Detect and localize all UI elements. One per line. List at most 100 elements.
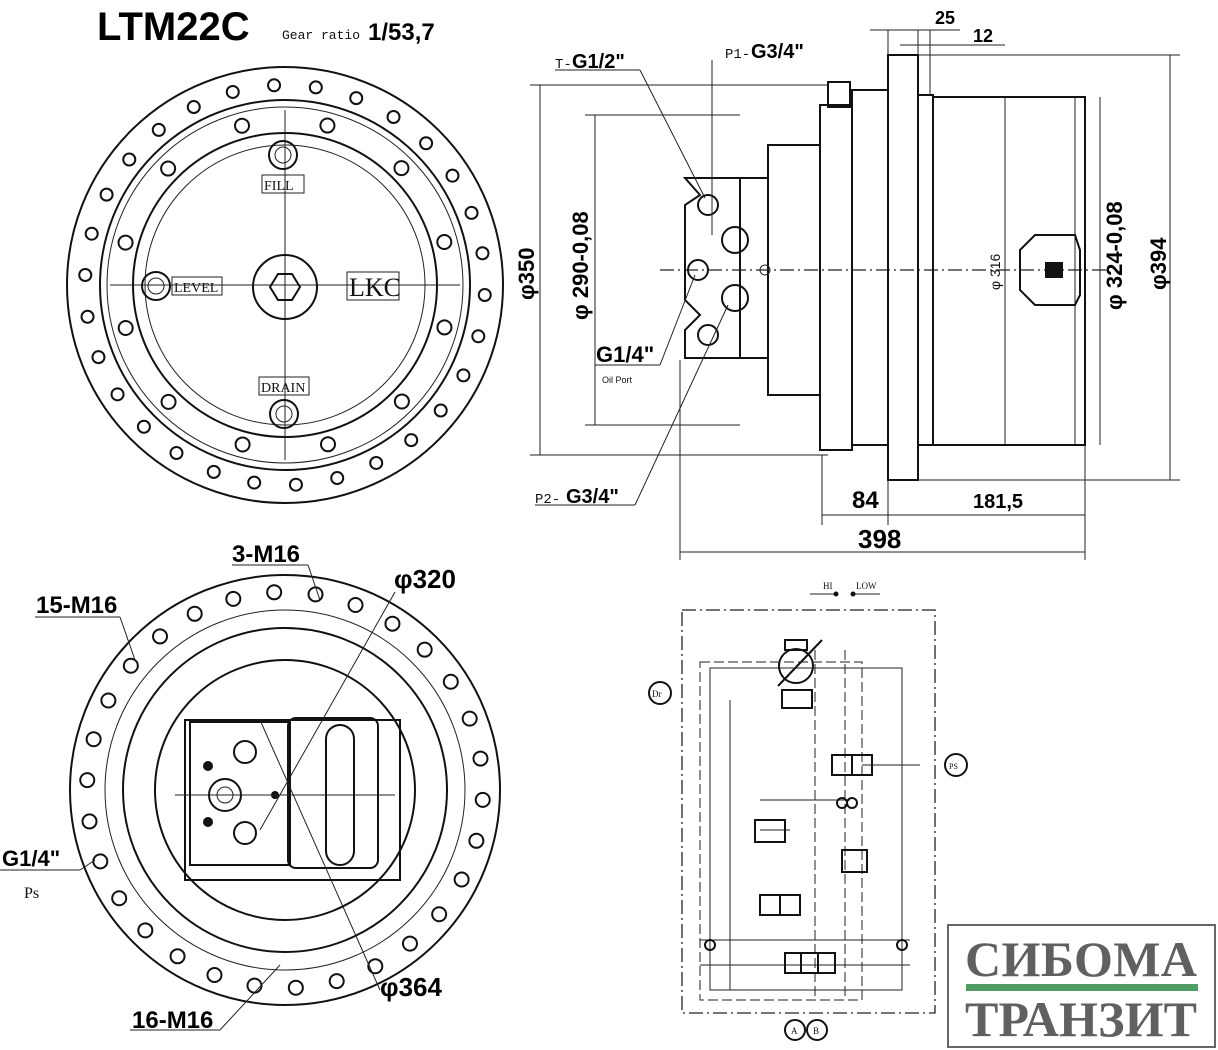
bolt-hole xyxy=(367,958,384,975)
hydraulic-schematic: HI LOW Dr PS A B xyxy=(648,581,968,1041)
hi-label: HI xyxy=(823,581,833,591)
dim-25: 25 xyxy=(935,8,955,28)
bolt-hole xyxy=(137,922,154,939)
bolt-hole xyxy=(436,319,453,336)
gear-ratio-value: 1/53,7 xyxy=(368,19,435,46)
bolt-hole xyxy=(117,234,134,251)
bolt-hole xyxy=(453,871,470,888)
logo-line-2: ТРАНЗИТ xyxy=(965,991,1197,1047)
bolt-hole xyxy=(234,117,251,134)
a-port: A xyxy=(791,1026,798,1036)
bolt-hole xyxy=(122,152,137,167)
dim-316: φ 316 xyxy=(987,253,1003,290)
oil-port-label: Oil Port xyxy=(602,375,633,385)
bolt-hole xyxy=(468,832,485,849)
side-view: T- G1/2" P1- G3/4" P2- G3/4" G1/4" Oil P… xyxy=(514,8,1180,560)
bolt-hole xyxy=(369,455,384,470)
bolt-hole xyxy=(474,791,491,808)
bolt-hole xyxy=(464,205,479,220)
oil-port-size: G1/4" xyxy=(596,342,654,367)
bolt-hole xyxy=(246,977,263,994)
ps-port: PS xyxy=(949,762,958,771)
dim-290: φ 290-0,08 xyxy=(568,211,593,320)
bolt-hole xyxy=(100,692,117,709)
dim-394: φ394 xyxy=(1146,237,1171,290)
bolt-hole xyxy=(206,464,221,479)
bolt-hole xyxy=(136,419,151,434)
bolt-hole xyxy=(330,471,345,486)
bolt-hole xyxy=(475,246,490,261)
bolt-hole xyxy=(436,234,453,251)
bolt-hole xyxy=(419,136,434,151)
bolt-hole xyxy=(110,387,125,402)
holes-3-m16: 3-M16 xyxy=(232,541,300,568)
gear-ratio-label: Gear ratio xyxy=(282,28,360,43)
dim-84: 84 xyxy=(852,487,879,514)
bolt-hole xyxy=(85,731,102,748)
level-label: LEVEL xyxy=(174,281,218,296)
bolt-hole xyxy=(160,393,177,410)
port-p1-prefix: P1- xyxy=(725,47,750,63)
model-title: LTM22C xyxy=(97,5,250,49)
bolt-hole xyxy=(266,584,283,601)
ps-port-label: Ps xyxy=(24,885,39,902)
bolt-hole xyxy=(151,122,166,137)
bolt-hole xyxy=(404,433,419,448)
bolt-hole xyxy=(287,979,304,996)
bolt-hole xyxy=(84,226,99,241)
lkc-label: LKC xyxy=(349,273,401,302)
bolt-hole xyxy=(169,445,184,460)
holes-15-m16: 15-M16 xyxy=(36,592,117,619)
bolt-hole xyxy=(186,605,203,622)
bolt-hole xyxy=(234,436,251,453)
bolt-hole xyxy=(328,973,345,990)
dia-320: φ320 xyxy=(394,564,456,594)
bolt-hole xyxy=(401,935,418,952)
fill-label: FILL xyxy=(264,179,294,194)
bolt-hole xyxy=(471,329,486,344)
bolt-hole xyxy=(99,187,114,202)
bolt-hole xyxy=(319,117,336,134)
bolt-hole xyxy=(186,100,201,115)
port-p2-size: G3/4" xyxy=(566,486,619,508)
bolt-hole xyxy=(225,590,242,607)
bolt-hole xyxy=(384,615,401,632)
logo-line-1: СИБОМА xyxy=(965,931,1197,987)
bolt-hole xyxy=(78,268,93,283)
bolt-hole xyxy=(91,350,106,365)
bolt-hole xyxy=(79,772,96,789)
port-t-size: G1/2" xyxy=(572,51,625,73)
bolt-hole xyxy=(386,110,401,125)
bolt-hole xyxy=(393,393,410,410)
bolt-hole xyxy=(347,596,364,613)
bolt-hole xyxy=(267,78,282,93)
bolt-hole xyxy=(445,168,460,183)
bolt-hole xyxy=(393,160,410,177)
front-view: FILL LEVEL LKC DRAIN xyxy=(66,66,504,504)
port-t-prefix: T- xyxy=(555,57,572,73)
bolt-hole xyxy=(319,436,336,453)
drain-label: DRAIN xyxy=(261,381,305,396)
bolt-hole xyxy=(472,750,489,767)
dim-350: φ350 xyxy=(514,248,539,300)
bolt-hole xyxy=(433,403,448,418)
bolt-hole xyxy=(117,319,134,336)
bolt-hole xyxy=(288,477,303,492)
sibomа-tranzit-logo: СИБОМА ТРАНЗИТ xyxy=(947,924,1216,1048)
bolt-hole xyxy=(431,906,448,923)
bolt-hole xyxy=(169,948,186,965)
bolt-hole xyxy=(308,80,323,95)
rear-view: 3-M16 15-M16 16-M16 φ320 φ364 G1/4" Ps xyxy=(0,541,501,1034)
bolt-hole xyxy=(225,84,240,99)
bolt-hole xyxy=(81,813,98,830)
bolt-hole xyxy=(456,368,471,383)
dia-364: φ364 xyxy=(380,972,443,1002)
bolt-hole xyxy=(349,91,364,106)
port-p2-prefix: P2- xyxy=(535,492,560,508)
bolt-hole xyxy=(92,853,109,870)
bolt-hole xyxy=(160,160,177,177)
port-p1-size: G3/4" xyxy=(751,41,804,63)
b-port: B xyxy=(813,1026,819,1036)
dr-port: Dr xyxy=(652,689,662,699)
